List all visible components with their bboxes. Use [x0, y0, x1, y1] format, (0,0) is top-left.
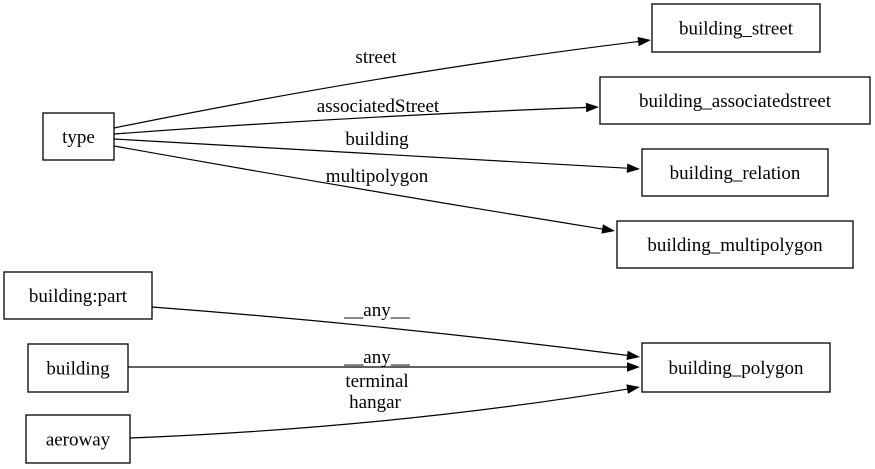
- node-box: [3, 271, 153, 320]
- edge-type-to-building-associatedstreet: associatedStreet: [113, 96, 599, 135]
- node-label: aeroway: [46, 430, 111, 451]
- edge-line: [113, 40, 641, 129]
- edge-label: __any__: [343, 300, 410, 321]
- arrowhead-icon: [585, 102, 599, 113]
- edge-type-to-building-multipolygon: multipolygon: [113, 145, 615, 234]
- edge-label: terminal: [345, 371, 408, 392]
- edge-line: [113, 138, 630, 169]
- node-label: building_street: [679, 19, 794, 40]
- arrowhead-icon: [626, 384, 640, 394]
- edge-label: street: [355, 47, 397, 68]
- node-building-multipolygon: building_multipolygon: [616, 220, 854, 269]
- node-box: [651, 3, 821, 53]
- arrowhead-icon: [626, 163, 640, 173]
- node-box: [616, 220, 854, 269]
- node-box: [25, 414, 131, 464]
- edge-type-to-building-street: street: [113, 36, 651, 129]
- arrowhead-icon: [626, 350, 640, 360]
- node-building-part: building:part: [3, 271, 153, 320]
- node-label: building_associatedstreet: [639, 91, 832, 112]
- arrowhead-icon: [627, 362, 640, 372]
- arrowhead-icon: [637, 36, 651, 47]
- node-building-polygon: building_polygon: [641, 342, 831, 393]
- node-label: building_polygon: [668, 358, 804, 379]
- node-building: building: [27, 343, 129, 393]
- edge-type-to-building-relation: building: [113, 129, 640, 173]
- node-label: building_multipolygon: [647, 235, 823, 256]
- arrowhead-icon: [601, 224, 615, 234]
- edge-line: [113, 145, 605, 230]
- edge-building-part-to-building-polygon: __any__: [151, 300, 640, 360]
- node-box: [27, 343, 129, 393]
- edge-label: building: [345, 129, 409, 150]
- node-building-street: building_street: [651, 3, 821, 53]
- edge-label: multipolygon: [326, 166, 429, 187]
- edge-label: __any__: [343, 347, 410, 368]
- node-building-associatedstreet: building_associatedstreet: [599, 76, 871, 125]
- edge-building-to-building-polygon: __any__: [128, 347, 640, 372]
- node-type: type: [42, 112, 115, 161]
- node-building-relation: building_relation: [641, 148, 829, 197]
- edge-label: associatedStreet: [317, 96, 440, 117]
- node-aeroway: aeroway: [25, 414, 131, 464]
- edge-line: [151, 306, 630, 357]
- node-label: building_relation: [670, 163, 801, 184]
- node-box: [42, 112, 115, 161]
- edge-label: hangar: [349, 392, 401, 413]
- edge-line: [113, 106, 589, 135]
- node-label: building:part: [29, 286, 128, 307]
- edge-line: [129, 388, 630, 439]
- node-box: [599, 76, 871, 125]
- node-label: building: [46, 359, 110, 380]
- node-box: [641, 148, 829, 197]
- node-label: type: [62, 127, 95, 148]
- node-box: [641, 342, 831, 393]
